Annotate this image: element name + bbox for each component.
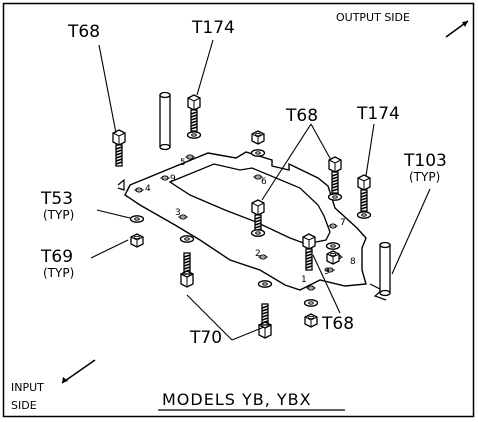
callout-t69: T69 [41, 247, 74, 267]
callout-t70: T70 [190, 328, 223, 348]
input-side-arrowhead [62, 377, 68, 383]
callout-t68-lower: T68 [322, 314, 355, 334]
callout-t68-center: T68 [286, 106, 319, 126]
hole-number-8: 8 [350, 257, 356, 267]
output-side-label: OUTPUT SIDE [336, 11, 410, 24]
callout-t103-typ: (TYP) [409, 170, 441, 184]
callout-t69-typ: (TYP) [43, 266, 75, 280]
input-side-arrow [61, 359, 96, 384]
models-title: MODELS YB, YBX [162, 390, 312, 409]
callout-t174-right: T174 [357, 104, 400, 124]
callout-t103: T103 [404, 151, 447, 171]
callout-t68-top-left: T68 [68, 22, 101, 42]
callout-t53: T53 [41, 189, 74, 209]
callout-t53-typ: (TYP) [43, 208, 75, 222]
hole-number-6: 6 [261, 177, 267, 187]
hole-number-5: 5 [180, 158, 186, 168]
hole-number-9-right: 9 [324, 267, 330, 277]
hole-number-4: 4 [145, 184, 151, 194]
leader-lines [90, 39, 431, 341]
dowel-pin-top [159, 91, 171, 151]
hole-number-9-left: 9 [170, 174, 176, 184]
input-side-label-line1: INPUT [11, 381, 44, 394]
gasket-opening [168, 163, 331, 245]
hole-number-1: 1 [301, 275, 307, 285]
hole-number-2: 2 [255, 249, 261, 259]
hole-number-3: 3 [175, 208, 181, 218]
output-side-arrowhead [462, 21, 468, 27]
dowel-pin-right [379, 241, 391, 297]
input-side-label-line2: SIDE [11, 399, 37, 412]
drawing-border [2, 2, 475, 418]
callout-t174-top: T174 [192, 18, 235, 38]
hole-number-7: 7 [340, 218, 346, 228]
